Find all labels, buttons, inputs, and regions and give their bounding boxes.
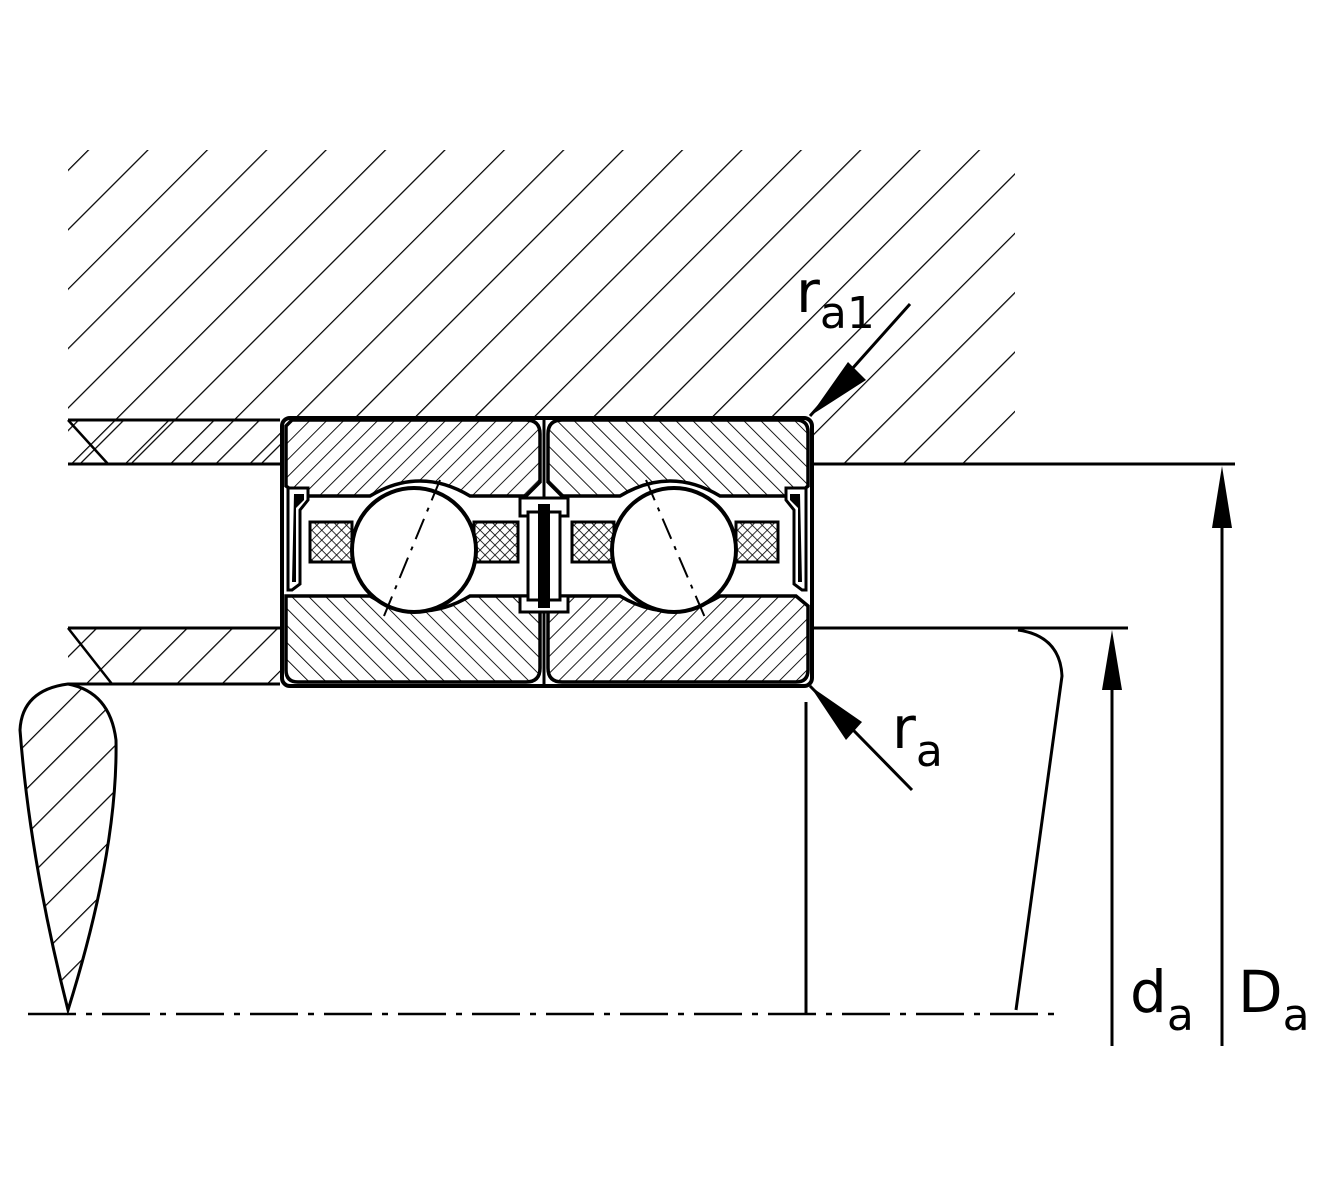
- label-da: da: [1130, 958, 1194, 1041]
- label-Da: Da: [1238, 958, 1310, 1041]
- dimension-da: [1102, 630, 1122, 1046]
- leader-ra: [808, 684, 914, 792]
- cage-left-inner: [472, 520, 520, 564]
- center-spacer: [518, 496, 570, 614]
- label-ra1: ra1: [796, 258, 875, 339]
- seal-left: [286, 486, 310, 592]
- bearing-assembly: [280, 416, 814, 688]
- outer-ring-left: [284, 418, 542, 498]
- cage-right-inner: [570, 520, 616, 564]
- ball-left: [350, 486, 478, 614]
- ball-right: [610, 486, 738, 614]
- housing-section: [68, 150, 1015, 464]
- spacer-lower-left: [67, 626, 280, 686]
- leader-ra1: [808, 303, 912, 417]
- cage-right-outer: [734, 520, 780, 564]
- shaft-break-right: [1014, 628, 1064, 1011]
- seal-right: [784, 486, 808, 592]
- label-ra: ra: [892, 694, 943, 777]
- cage-left-outer: [308, 520, 354, 564]
- dimension-Da: [1212, 466, 1232, 1046]
- shaft-break-left: [18, 682, 118, 1016]
- outer-ring-right: [546, 418, 810, 498]
- spacer-upper-left: [67, 418, 280, 465]
